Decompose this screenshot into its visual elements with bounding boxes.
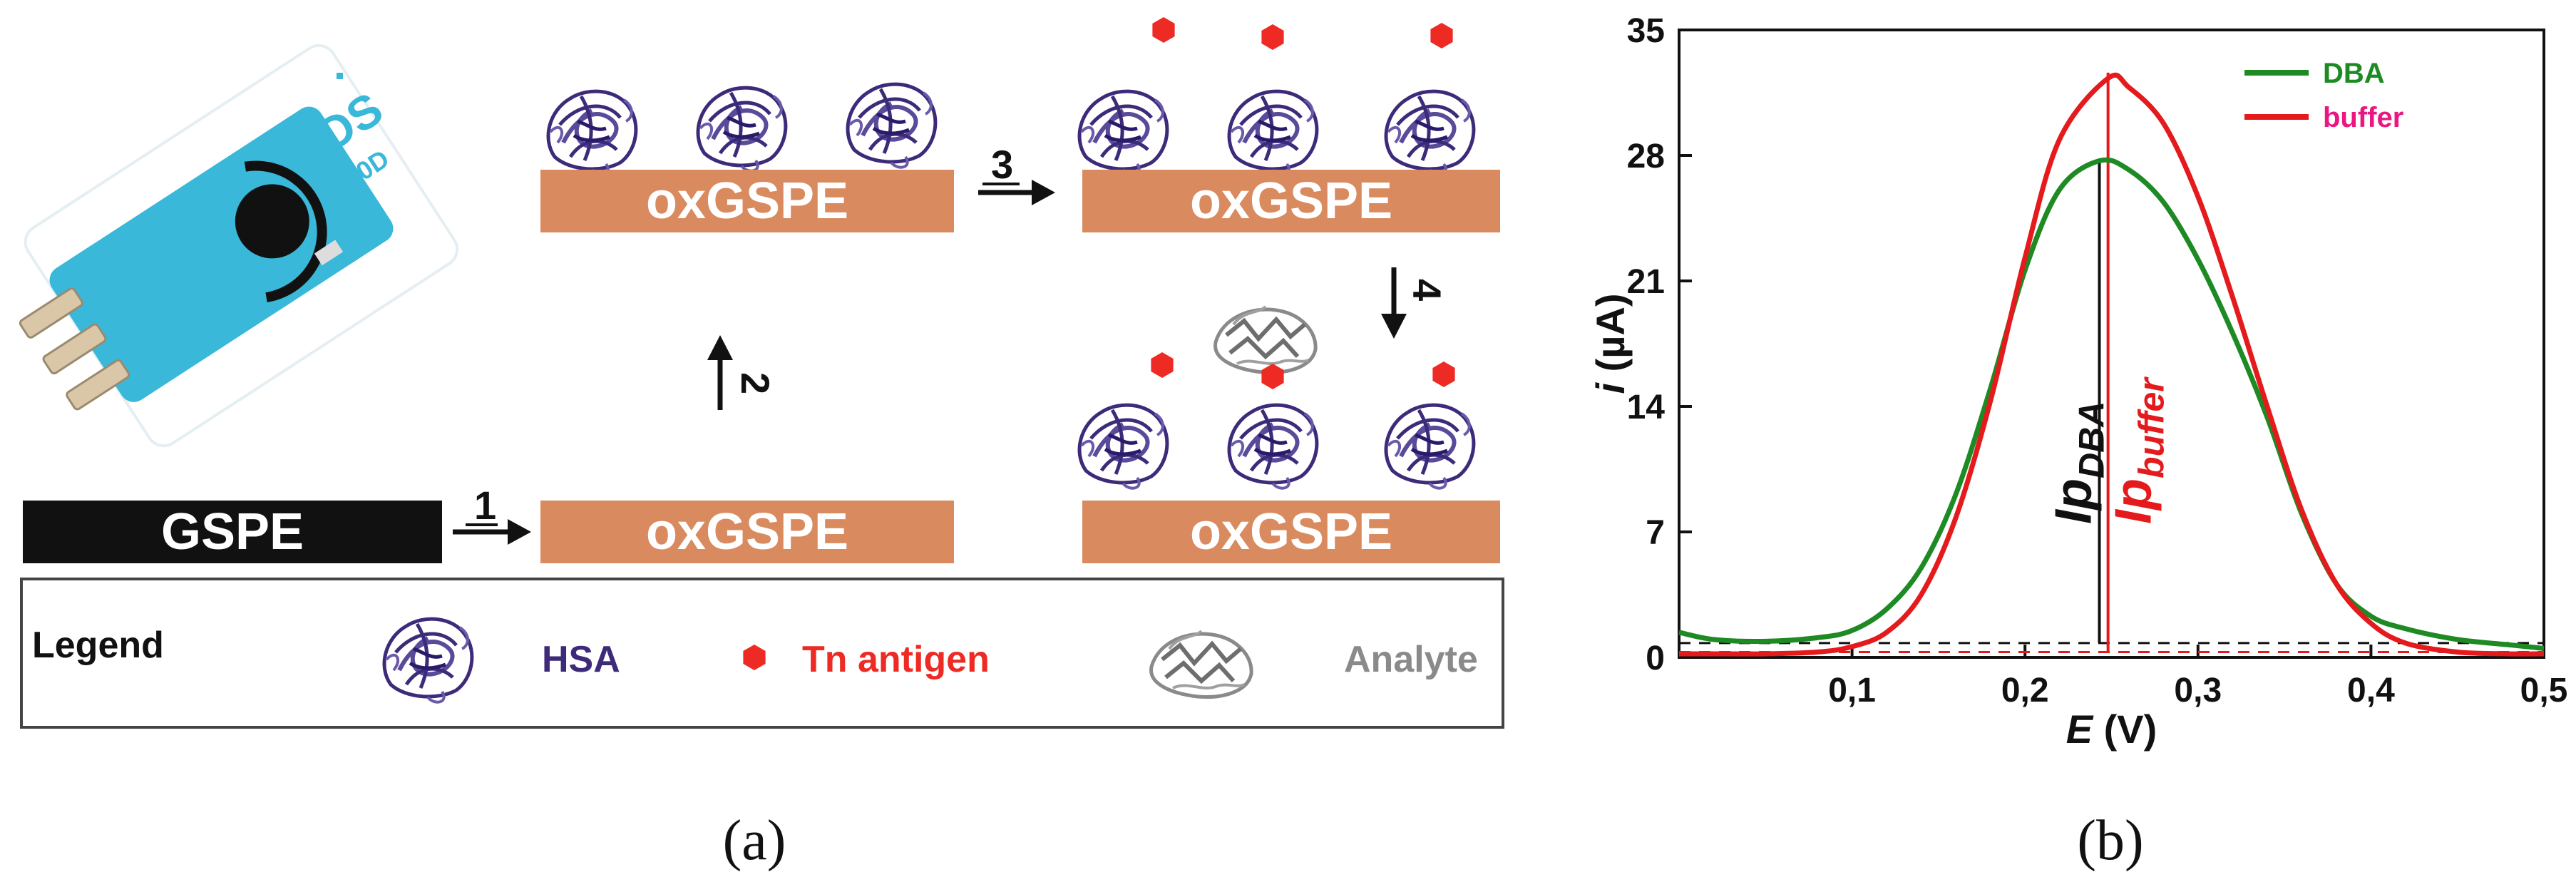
hsa-protein-icon — [1229, 405, 1317, 488]
hsa-protein-icon — [384, 619, 472, 702]
step-1-label: 1 — [474, 483, 496, 528]
y-tick-label: 7 — [1646, 514, 1665, 552]
legend-hsa-label: HSA — [542, 639, 620, 680]
sensor-dot — [337, 73, 343, 79]
y-tick-label: 35 — [1627, 12, 1665, 50]
panel-b: 0,1 0,2 0,3 0,4 0,5 0 7 14 21 28 35 E (V) i (µA) DBA b… — [1588, 12, 2567, 872]
step-4-label: 4 — [1405, 279, 1449, 301]
series-line-buffer — [1679, 72, 2545, 657]
tn-antigen-icon — [1432, 361, 1455, 387]
oxgspe-electrode-4 — [1082, 501, 1500, 563]
tn-antigen-icon — [743, 645, 766, 670]
reference-electrode-arc — [244, 160, 327, 303]
legend-label-dba: DBA — [2323, 58, 2385, 89]
hsa-protein-icon — [548, 91, 636, 175]
hsa-layer-1 — [548, 84, 935, 175]
oxgspe-label-1: oxGSPE — [646, 503, 848, 560]
tn-antigen-icon — [1261, 364, 1284, 389]
hsa-protein-icon — [698, 88, 786, 171]
hsa-protein-icon — [1229, 91, 1317, 175]
oxgspe-electrode-3 — [1082, 170, 1500, 232]
sensor-contact — [19, 287, 83, 339]
sensor-contact — [42, 323, 107, 375]
analyte-bound-layer — [1079, 307, 1474, 488]
x-tick-label: 0,3 — [2174, 672, 2222, 709]
tn-antigen-icon — [1151, 352, 1174, 378]
hsa-protein-icon — [1079, 91, 1167, 175]
legend-label-buffer: buffer — [2323, 102, 2403, 133]
gspe-label: GSPE — [161, 503, 304, 560]
step-2-arrow: 2 — [707, 335, 778, 410]
step-3-arrow: 3 — [978, 142, 1055, 205]
step-2-label: 2 — [733, 372, 778, 394]
y-tick-label: 0 — [1646, 640, 1665, 677]
y-tick-label: 28 — [1627, 138, 1665, 175]
legend-tn-label: Tn antigen — [802, 639, 990, 680]
series-line-dba — [1678, 157, 2545, 651]
plot-frame — [1678, 29, 2545, 659]
working-electrode — [235, 184, 309, 259]
panel-b-caption: (b) — [2077, 809, 2143, 872]
hsa-protein-icon — [848, 84, 935, 168]
sensor-strip — [19, 43, 459, 448]
tn-antigen-icon — [1430, 23, 1453, 48]
y-tick-label: 14 — [1627, 389, 1666, 426]
analyte-protein-icon — [1151, 631, 1252, 697]
annotation-ip-buffer: Ipbuffer — [2105, 376, 2172, 524]
x-tick-label: 0,2 — [2001, 672, 2049, 709]
oxgspe-electrode-1 — [540, 501, 954, 563]
hsa-tn-layer — [1079, 17, 1474, 175]
tn-antigen-icon — [1152, 17, 1175, 43]
hsa-protein-icon — [1386, 405, 1474, 488]
chart-plot: 0,1 0,2 0,3 0,4 0,5 0 7 14 21 28 35 E (V) i (µA) DBA b… — [1588, 12, 2567, 872]
x-tick-label: 0,4 — [2347, 672, 2395, 709]
panel-a: DS 110D GSPE 1 oxGSPE 2 oxGSPE — [19, 17, 1504, 872]
step-1-arrow: 1 — [453, 483, 531, 545]
legend-box: Legend HSA Tn antigen Analyte — [20, 578, 1504, 729]
tn-antigen-icon — [1261, 24, 1284, 50]
hsa-protein-icon — [1079, 405, 1167, 488]
analyte-protein-icon — [1216, 307, 1316, 373]
legend-analyte-label: Analyte — [1344, 639, 1478, 680]
oxgspe-electrode-2 — [540, 170, 954, 232]
oxgspe-label-3: oxGSPE — [1190, 173, 1392, 230]
oxgspe-label-4: oxGSPE — [1190, 503, 1392, 560]
x-tick-label: 0,5 — [2520, 672, 2568, 709]
y-axis-label: i (µA) — [1588, 293, 1633, 394]
y-tick-label: 21 — [1627, 263, 1665, 301]
step-3-label: 3 — [991, 142, 1013, 187]
hsa-protein-icon — [1386, 91, 1474, 175]
sensor-body — [49, 106, 394, 402]
step-4-arrow: 4 — [1381, 267, 1449, 339]
panel-a-caption: (a) — [723, 809, 786, 872]
sensor-contact — [66, 359, 130, 411]
gspe-electrode — [23, 501, 442, 563]
x-tick-label: 0,1 — [1828, 672, 1876, 709]
annotation-ip-dba: IpDBA — [2046, 401, 2112, 524]
oxgspe-label-2: oxGSPE — [646, 173, 848, 230]
legend-title: Legend — [32, 625, 164, 666]
x-axis-label: E (V) — [2066, 707, 2157, 752]
